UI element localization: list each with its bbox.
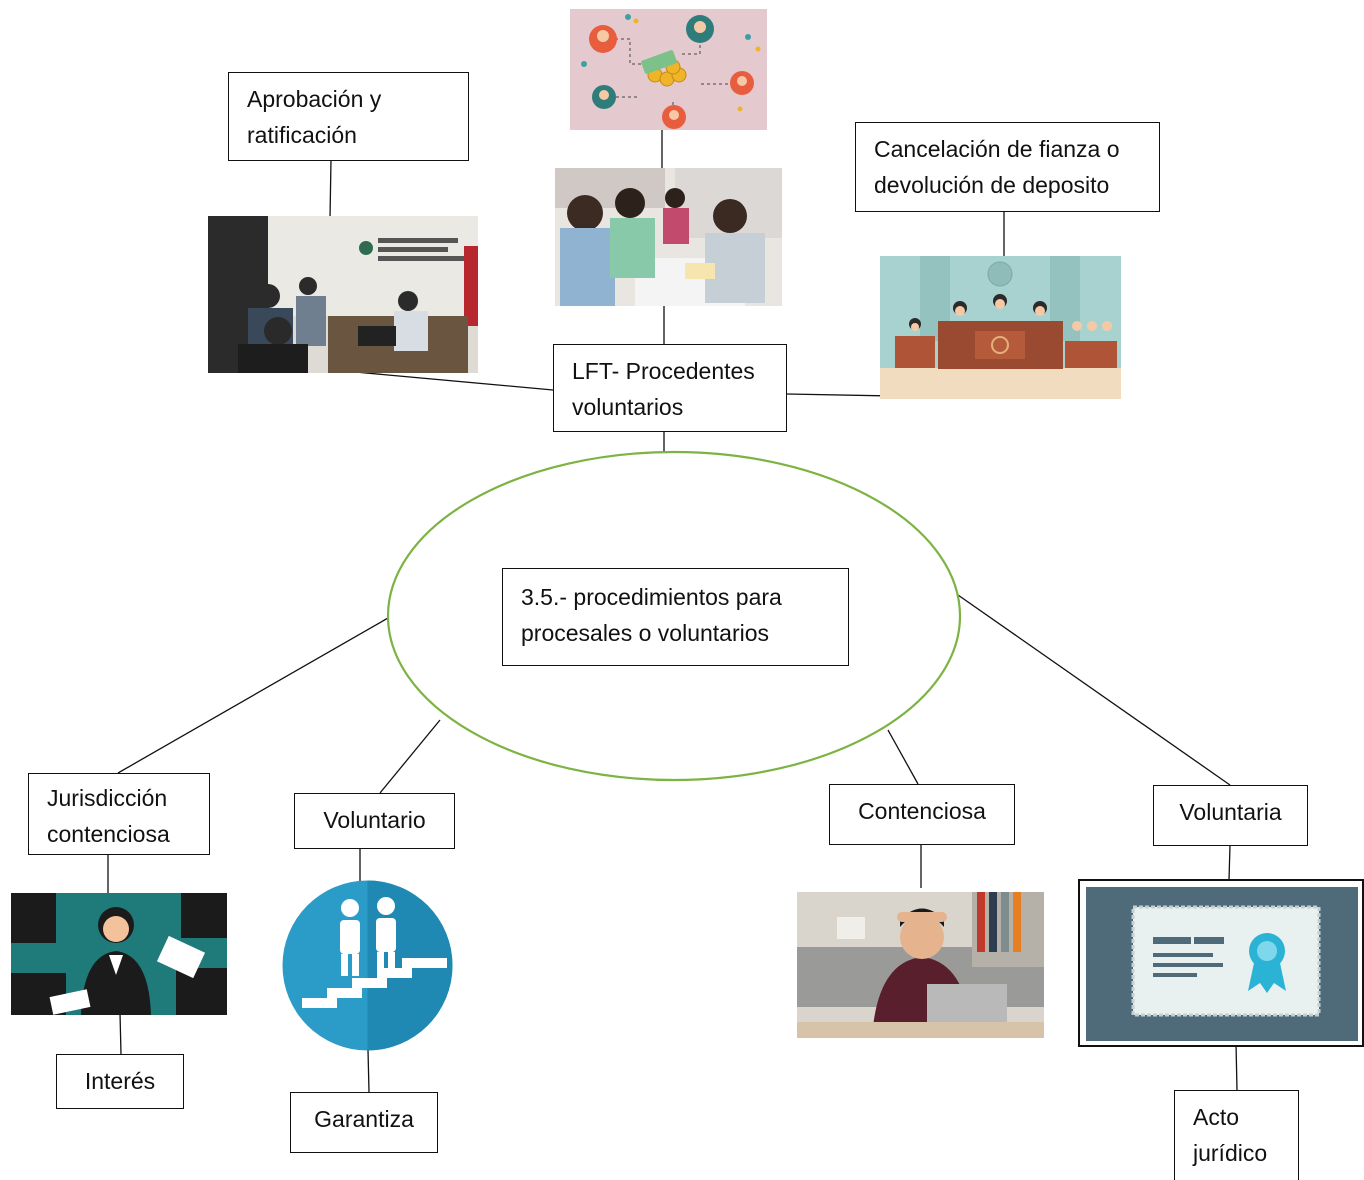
people-money-network-illustration — [570, 9, 767, 130]
connector-img-interes — [119, 1012, 122, 1055]
node-lft-procedentes: LFT- Procedentes voluntarios — [553, 344, 787, 432]
connector-img-garantiza — [367, 1049, 370, 1093]
stressed-man-laptop-photo — [797, 892, 1044, 1038]
node-contenciosa: Contenciosa — [829, 784, 1015, 845]
node-voluntario: Voluntario — [294, 793, 455, 849]
node-jurisdiccion-contenciosa: Jurisdicción contenciosa — [28, 773, 210, 855]
women-at-help-desk-photo — [555, 168, 782, 306]
connector-voluntaria-img — [1228, 844, 1231, 881]
certificate-document-icon — [1078, 879, 1364, 1047]
connector-approval — [329, 159, 332, 219]
node-cancelacion-fianza: Cancelación de fianza o devolución de de… — [855, 122, 1160, 212]
connector-ellipse-voluntaria — [957, 594, 1231, 786]
connector-ellipse-voluntario — [379, 719, 441, 794]
central-ellipse — [386, 450, 962, 782]
connector-office-hub — [354, 371, 554, 391]
node-garantiza: Garantiza — [290, 1092, 438, 1153]
connector-ellipse-contenciosa — [887, 729, 919, 785]
connector-ellipse-jurisdiccion — [117, 617, 389, 774]
labor-conciliation-office-photo — [208, 216, 478, 373]
node-aprobacion-ratificacion: Aprobación y ratificación — [228, 72, 469, 161]
people-on-stairs-icon — [282, 880, 453, 1051]
node-voluntaria: Voluntaria — [1153, 785, 1308, 846]
arguing-office-people-illustration — [11, 893, 227, 1015]
connector-img-acto — [1235, 1042, 1238, 1091]
node-interes: Interés — [56, 1054, 184, 1109]
courtroom-illustration — [880, 256, 1121, 399]
node-acto-juridico: Acto jurídico — [1174, 1090, 1299, 1180]
central-topic: 3.5.- procedimientos para procesales o v… — [502, 568, 849, 666]
